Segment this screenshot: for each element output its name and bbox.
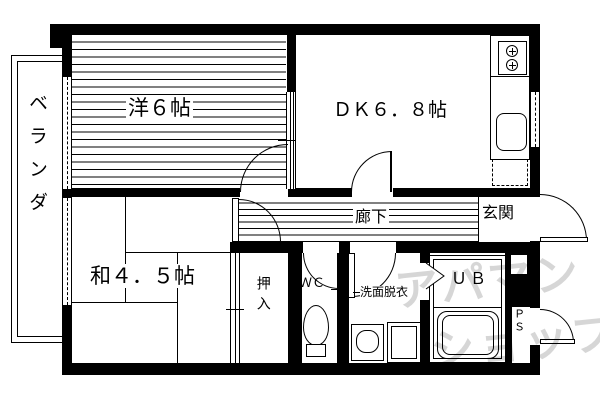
window-glass-line xyxy=(67,77,68,189)
dk-label: ＤＫ６．８帖 xyxy=(333,99,448,121)
wall-hall-south-b xyxy=(339,242,350,253)
meter-box xyxy=(511,255,527,274)
fusuma-closet xyxy=(230,253,240,363)
bathtub-inner xyxy=(442,315,494,355)
toilet-tank-icon xyxy=(306,344,326,357)
ps-label: ＰＳ xyxy=(512,308,526,334)
western-room-label: 洋６帖 xyxy=(126,96,193,121)
counter-divider xyxy=(490,76,530,77)
wc-label: ＷＣ xyxy=(299,276,326,291)
wall-mid-c xyxy=(393,188,540,197)
window-glass-line xyxy=(535,92,536,147)
door-leaf-washroom xyxy=(348,253,355,298)
wall-hall-south-a xyxy=(230,242,303,253)
refrigerator-space xyxy=(492,159,528,186)
wall-closet-wc xyxy=(288,253,302,363)
vanity-sink-icon xyxy=(387,322,421,363)
window-japanese-room xyxy=(62,198,72,305)
door-leaf-dk xyxy=(390,151,392,192)
entrance-label: 玄関 xyxy=(482,203,515,222)
window-kitchen xyxy=(530,92,540,147)
veranda-outline xyxy=(11,55,63,343)
washing-machine-icon xyxy=(351,324,384,361)
door-leaf-ps xyxy=(540,339,575,344)
unit-bath-label: ＵＢ xyxy=(451,269,490,288)
door-leaf-entrance xyxy=(540,237,588,242)
wall-right-3 xyxy=(530,241,540,308)
wall-left-upper xyxy=(62,35,72,78)
wall-top xyxy=(50,24,540,35)
fusuma-line xyxy=(235,253,236,363)
window-western-room xyxy=(62,77,72,189)
wall-hall-south-c xyxy=(396,242,540,253)
kitchen-sink-icon xyxy=(496,113,527,151)
fusuma-tick xyxy=(226,309,244,310)
stove-icon xyxy=(498,41,527,75)
sliding-door-tick xyxy=(278,140,296,141)
tatami-line xyxy=(125,197,126,302)
wall-wc-washroom xyxy=(337,253,349,363)
window-glass-line xyxy=(67,198,68,305)
entrance-step-line xyxy=(478,197,479,242)
door-swing-entrance xyxy=(540,194,587,241)
closet-label: 押入 xyxy=(254,276,271,316)
japanese-room-label: 和４．５帖 xyxy=(88,264,197,289)
tatami-line xyxy=(72,302,177,303)
hallway-label: 廊下 xyxy=(353,207,390,227)
wall-mid-b xyxy=(288,188,352,197)
wall-western-dk xyxy=(287,35,296,92)
toilet-icon xyxy=(303,305,329,346)
tatami-line xyxy=(177,252,178,363)
wall-mid-a xyxy=(72,188,240,197)
washing-machine-drum xyxy=(356,330,379,353)
wall-bath-ps xyxy=(505,253,512,363)
wall-right-1 xyxy=(530,35,540,92)
washroom-label: 洗面脱衣 xyxy=(360,285,409,299)
unit-bath-divider xyxy=(433,307,502,308)
burner-icon xyxy=(506,45,518,57)
wall-washroom-bath-bottom xyxy=(420,300,430,363)
door-swing-dk xyxy=(351,151,392,192)
wall-right-2 xyxy=(530,147,540,196)
burner-icon xyxy=(506,59,518,71)
bathtub-icon xyxy=(437,311,499,359)
wall-right-4 xyxy=(530,345,540,375)
wall-washroom-bath-top xyxy=(420,253,430,263)
bath-folding-door-icon xyxy=(425,262,445,290)
door-leaf-hall xyxy=(232,198,239,242)
vanity-basin xyxy=(391,326,417,359)
veranda-label: ベランダ xyxy=(25,93,48,225)
door-leaf-wc xyxy=(339,253,340,290)
washroom-label-leader xyxy=(353,292,361,293)
door-swing-ps xyxy=(540,309,574,343)
wall-left-post xyxy=(62,188,72,198)
door-leaf-wc-foot xyxy=(331,289,340,290)
wall-bottom xyxy=(62,363,540,375)
unit-bath-box xyxy=(429,255,506,363)
veranda-inner-outline xyxy=(17,61,63,337)
wall-left-lower xyxy=(62,305,72,375)
